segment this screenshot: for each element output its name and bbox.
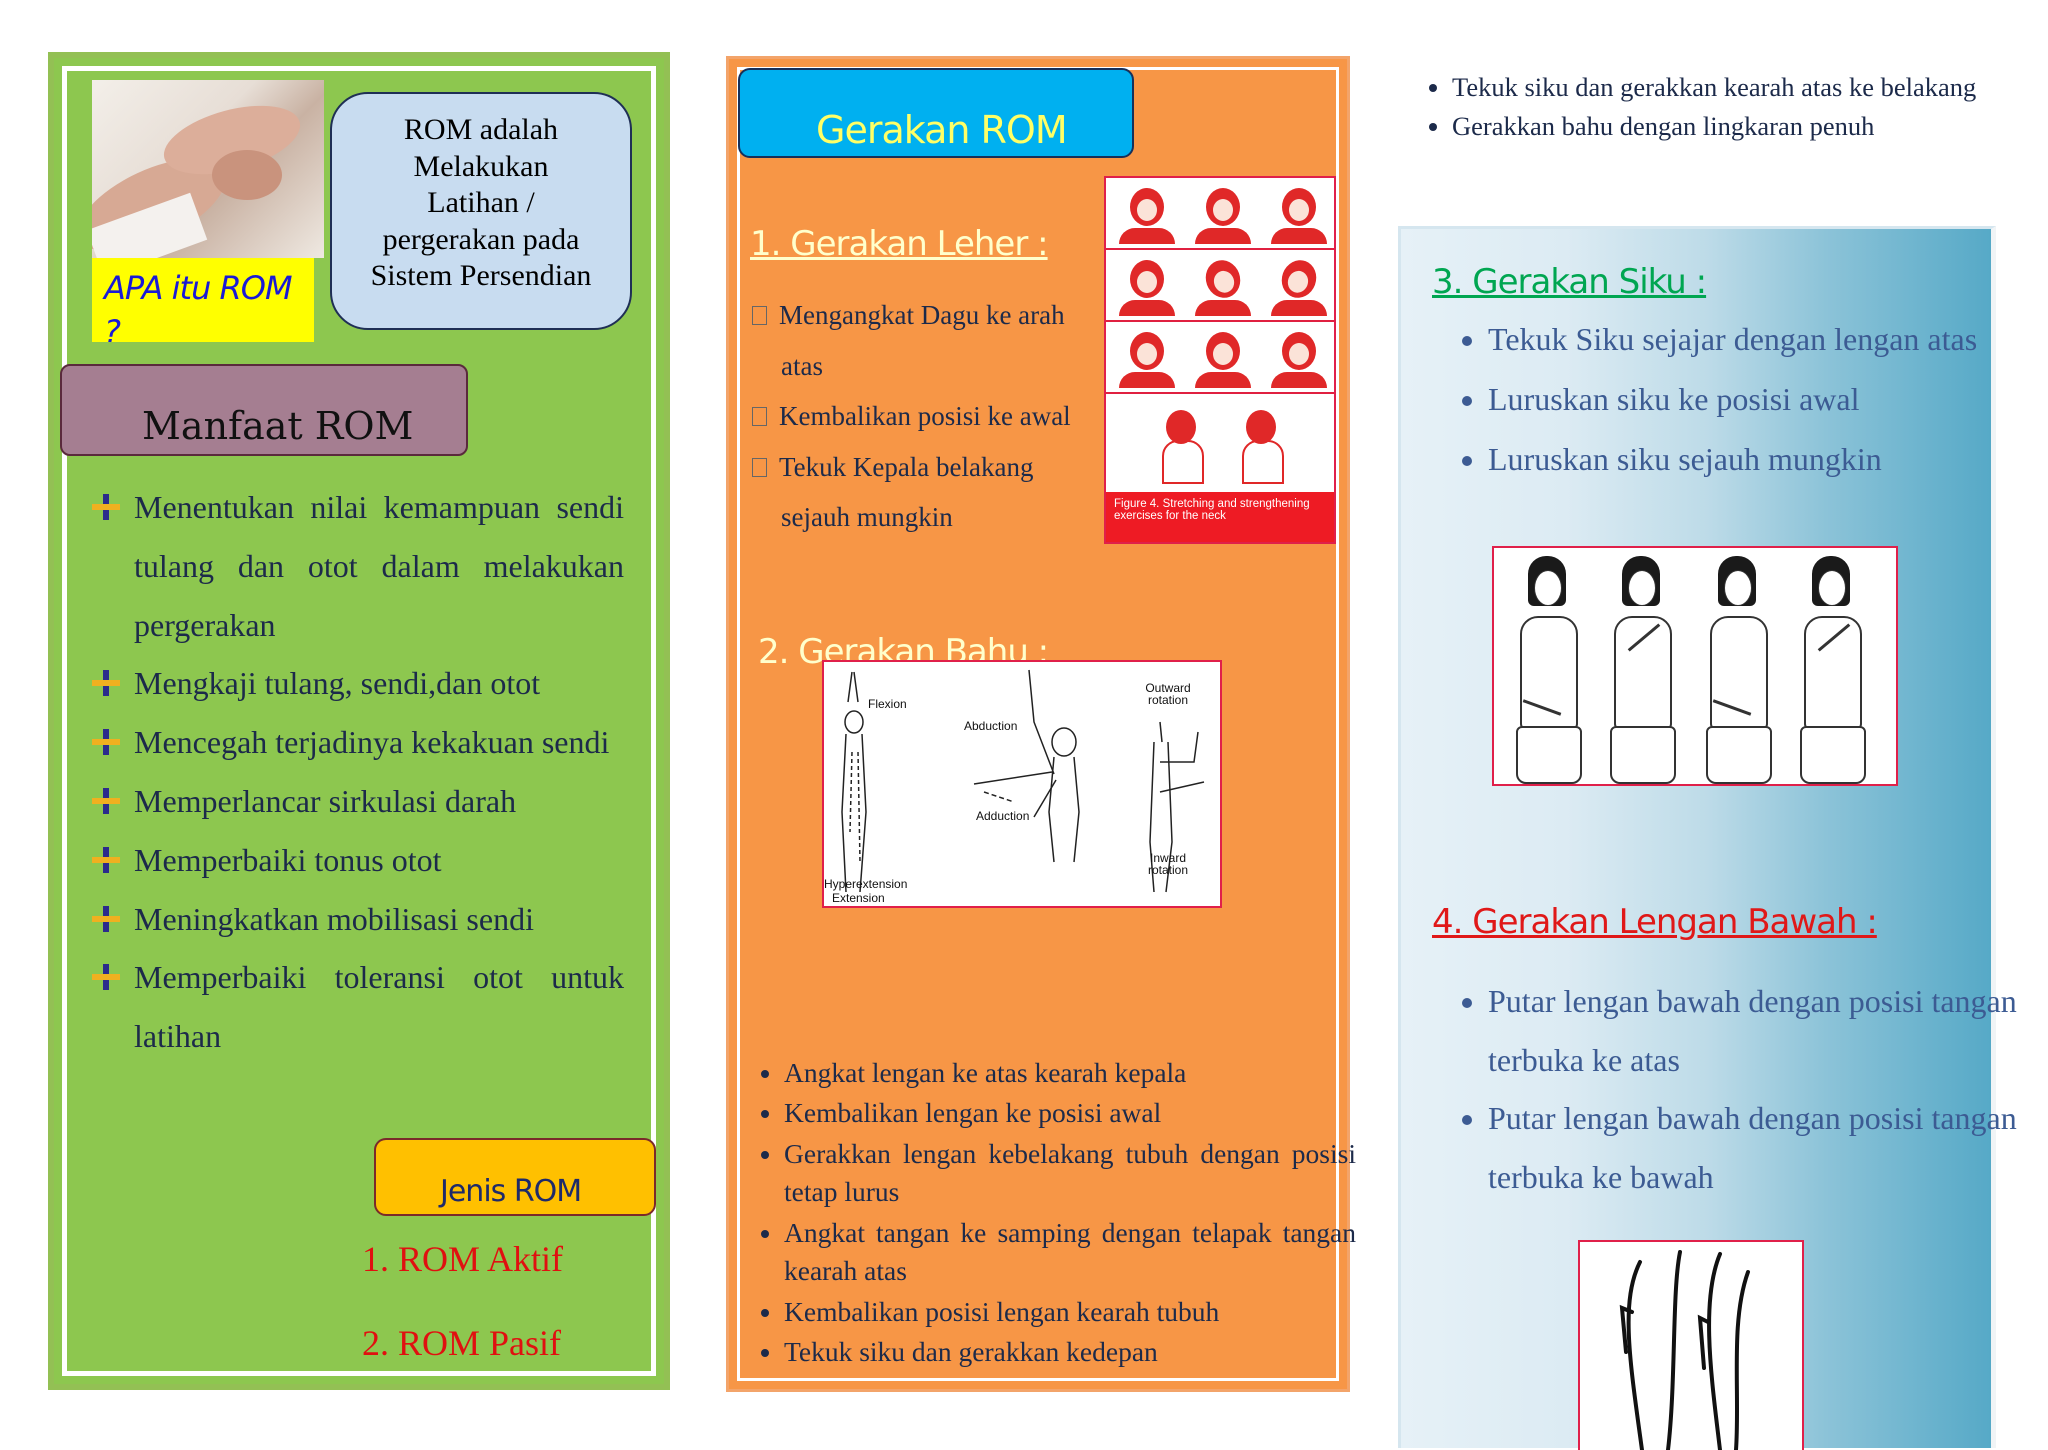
list-item: Kembalikan posisi ke awal xyxy=(752,391,1102,442)
list-item: Tekuk siku dan gerakkan kedepan xyxy=(784,1333,1356,1372)
manfaat-rom-title: Manfaat ROM xyxy=(142,404,414,448)
apa-itu-rom-label: APA itu ROM ? xyxy=(92,258,314,342)
manfaat-rom-tab: Manfaat ROM xyxy=(60,364,468,456)
elbow-exercise-figure xyxy=(1492,546,1898,786)
list-item: sejauh mungkin xyxy=(781,502,953,532)
list-item: atas xyxy=(781,350,823,381)
outward-rotation-label: Outward rotation xyxy=(1145,681,1191,707)
list-item: Angkat tangan ke samping dengan telapak … xyxy=(784,1214,1356,1291)
list-item: Tekuk Siku sejajar dengan lengan atas xyxy=(1488,318,2048,361)
list-item: Mencegah terjadinya kekakuan sendi xyxy=(92,713,624,772)
plus-bullet-icon xyxy=(92,787,120,814)
lengan-bawah-list: Putar lengan bawah dengan posisi tangan … xyxy=(1412,972,2048,1206)
list-item: Mengkaji tulang, sendi,dan otot xyxy=(92,654,624,713)
checkbox-bullet-icon xyxy=(752,306,767,325)
list-item: Luruskan siku ke posisi awal xyxy=(1488,378,2048,421)
checkbox-bullet-icon xyxy=(752,407,767,426)
list-item: Menentukan nilai kemampuan sendi tulang … xyxy=(92,478,624,654)
list-item: Memperlancar sirkulasi darah xyxy=(92,772,624,831)
benefit-list: Menentukan nilai kemampuan sendi tulang … xyxy=(92,478,624,1066)
rom-aktif: 1. ROM Aktif xyxy=(362,1239,564,1279)
jenis-rom-tab: Jenis ROM xyxy=(374,1138,656,1216)
list-item: Angkat lengan ke atas kearah kepala xyxy=(784,1054,1356,1093)
hands-photo xyxy=(92,80,324,258)
checkbox-bullet-icon xyxy=(752,457,767,477)
plus-bullet-icon xyxy=(92,729,120,756)
shoulder-exercise-figure: Flexion Abduction Adduction Outward rota… xyxy=(822,660,1222,908)
plus-bullet-icon xyxy=(92,964,120,991)
list-item: Kembalikan lengan ke posisi awal xyxy=(784,1094,1356,1133)
list-item: Gerakkan lengan kebelakang tubuh dengan … xyxy=(784,1135,1356,1212)
neck-exercise-figure: Figure 4. Stretching and strengthening e… xyxy=(1104,176,1336,544)
list-item: Luruskan siku sejauh mungkin xyxy=(1488,438,2048,481)
list-item: Mengangkat Dagu ke arah xyxy=(752,290,1102,341)
list-item: Gerakkan bahu dengan lingkaran penuh xyxy=(1452,107,2022,146)
plus-bullet-icon xyxy=(92,494,120,520)
extension-label: Extension xyxy=(832,891,885,905)
siku-list: Tekuk Siku sejajar dengan lengan atas Lu… xyxy=(1412,318,2048,498)
list-item: Tekuk siku dan gerakkan kearah atas ke b… xyxy=(1452,68,2022,107)
leher-list: Mengangkat Dagu ke arah atas Kembalikan … xyxy=(752,290,1102,543)
inward-rotation-label: Inward rotation xyxy=(1147,851,1189,877)
adduction-label: Adduction xyxy=(976,809,1030,823)
siku-heading: 3. Gerakan Siku : xyxy=(1432,262,1707,302)
flexion-label: Flexion xyxy=(868,697,907,711)
abduction-label: Abduction xyxy=(964,719,1018,733)
list-item: Putar lengan bawah dengan posisi tangan … xyxy=(1488,972,2048,1089)
list-item: Memperbaiki tonus otot xyxy=(92,831,624,890)
leher-heading: 1. Gerakan Leher : xyxy=(750,224,1049,264)
jenis-rom-title: Jenis ROM xyxy=(440,1174,582,1209)
hyperextension-label: Hyperextension xyxy=(824,877,908,891)
plus-bullet-icon xyxy=(92,905,120,932)
forearm-exercise-figure xyxy=(1578,1240,1804,1450)
list-item: Tekuk Kepala belakang xyxy=(752,442,1102,493)
rom-definition-text: ROM adalah Melakukan Latihan / pergeraka… xyxy=(370,113,592,292)
plus-bullet-icon xyxy=(92,846,120,873)
gerakan-rom-title: Gerakan ROM xyxy=(816,108,1068,152)
gerakan-rom-tab: Gerakan ROM xyxy=(738,68,1134,158)
neck-figure-caption: Figure 4. Stretching and strengthening e… xyxy=(1106,492,1334,542)
bahu-list: Angkat lengan ke atas kearah kepala Kemb… xyxy=(744,1054,1356,1374)
list-item: Meningkatkan mobilisasi sendi xyxy=(92,890,624,949)
lengan-bawah-heading: 4. Gerakan Lengan Bawah : xyxy=(1432,902,1878,942)
rom-definition-box: ROM adalah Melakukan Latihan / pergeraka… xyxy=(330,92,632,330)
list-item: Kembalikan posisi lengan kearah tubuh xyxy=(784,1293,1356,1332)
plus-bullet-icon xyxy=(92,670,120,697)
shoulder-continued-list: Tekuk siku dan gerakkan kearah atas ke b… xyxy=(1410,68,2022,146)
rom-pasif: 2. ROM Pasif xyxy=(362,1323,562,1363)
list-item: Memperbaiki toleransi otot untuk latihan xyxy=(92,948,624,1066)
list-item: Putar lengan bawah dengan posisi tangan … xyxy=(1488,1089,2048,1206)
